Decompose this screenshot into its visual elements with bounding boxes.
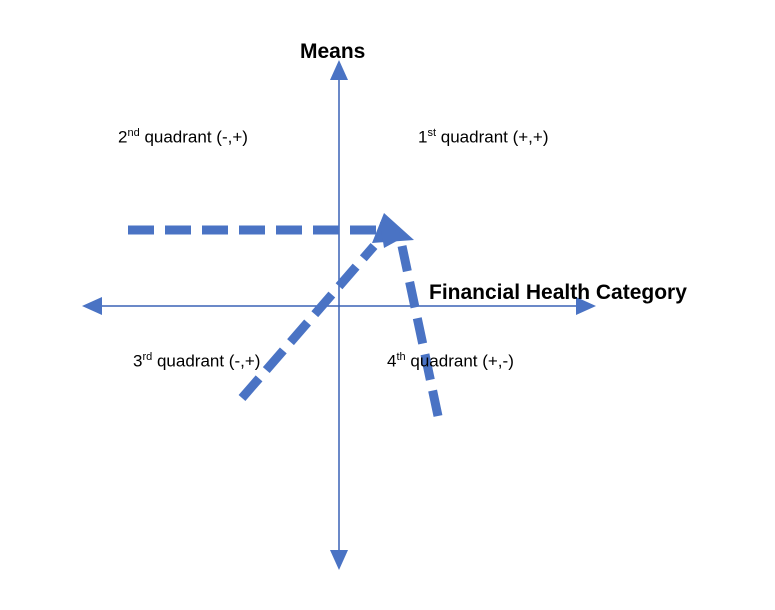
y-axis-arrow-down xyxy=(330,550,348,570)
quadrant-label-1: 1st quadrant (+,+) xyxy=(418,127,549,147)
y-axis-arrow-up xyxy=(330,60,348,80)
quadrant-label-4: 4th quadrant (+,-) xyxy=(387,351,514,371)
dashed-arrow-diagonal xyxy=(238,243,378,401)
quadrant-label-3: 3rd quadrant (-,+) xyxy=(133,351,261,371)
dashed-arrow-head-inner xyxy=(380,222,406,248)
y-axis-title: Means xyxy=(300,40,366,63)
x-axis-arrow-right xyxy=(576,297,596,315)
x-axis-title: Financial Health Category xyxy=(429,281,687,304)
dashed-arrow-steep xyxy=(397,245,443,417)
quadrant-label-2: 2nd quadrant (-,+) xyxy=(118,127,248,147)
x-axis-arrow-left xyxy=(82,297,102,315)
